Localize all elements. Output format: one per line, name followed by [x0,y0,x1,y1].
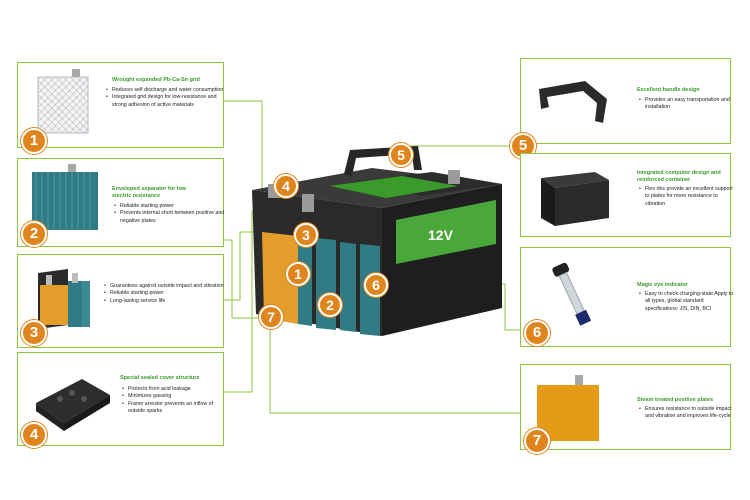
callout-4: 4 [274,174,298,198]
panel-title: Wrought expanded Pb-Ca-Sn grid [112,77,200,83]
bullet-item: Reduces self discharge and water consump… [106,87,224,95]
bullet-item: Ensures resistance to outside impact and… [639,406,735,421]
grid-illustration [37,69,89,134]
callout-5: 5 [389,143,413,167]
callout-6: 6 [364,273,388,297]
panel-title: Special sealed cover structure [120,375,200,381]
panel-steam-plates: Steam treated positive plates Ensures re… [520,364,732,450]
magic-eye-illustration [552,262,592,326]
badge-2: 2 [21,221,47,247]
badge-1: 1 [21,128,47,154]
bullet-item: Guarantees against outside impact and vi… [104,283,228,291]
callout-3: 3 [294,223,318,247]
bullet-item: Flex ribs provide an excellent support t… [639,186,735,208]
panel-title: Excellent handle design [637,87,700,93]
panel-plates-pack: Guarantees against outside impact and vi… [17,254,224,348]
bullet-list: Easy to check charging-state Apply to al… [639,291,735,313]
battery-cutaway: 12V [252,146,502,336]
panel-sealed-cover: Special sealed cover structure Protects … [17,352,224,446]
cover-illustration [36,379,110,431]
panel-title: Enveloped separator for low electric res… [112,186,186,199]
bullet-item: Protects from acid leakage [122,386,228,394]
panel-title: Steam treated positive plates [637,397,714,403]
plate-pack-illustration [38,269,90,329]
separator-illustration [32,164,98,230]
positive-plate-illustration [537,375,599,441]
panel-title: Magic eye indicator [637,282,689,288]
container-illustration [541,172,609,226]
bullet-list: Reliable starting power Prevents interna… [114,203,225,225]
callout-2: 2 [318,293,342,317]
bullet-item: Minimizes gassing [122,393,228,401]
panel-magic-eye: Magic eye indicator Easy to check chargi… [520,247,733,347]
callout-1: 1 [286,262,310,286]
bullet-item: Frame arrestor prevents an inflow of out… [122,401,228,416]
bullet-list: Ensures resistance to outside impact and… [639,406,735,421]
bullet-item: Easy to check charging-state Apply to al… [639,291,735,313]
panel-separator: Enveloped separator for low electric res… [17,158,224,247]
bullet-item: Reliable starting power [104,290,228,298]
badge-3: 3 [21,320,47,346]
bullet-list: Reduces self discharge and water consump… [106,87,224,109]
badge-7: 7 [524,428,550,454]
bullet-item: Reliable starting power [114,203,225,211]
panel-grid: Wrought expanded Pb-Ca-Sn grid Reduces s… [17,62,224,148]
bullet-item: Long-lasting service life [104,298,228,306]
bullet-item: Prevents internal short between positive… [114,210,225,225]
badge-6: 6 [524,320,550,346]
bullet-list: Guarantees against outside impact and vi… [104,283,228,306]
handle-illustration [539,81,607,123]
panel-handle: Excellent handle design Provides an easy… [520,58,731,144]
bullet-item: Provides an easy transportation and inst… [639,97,735,112]
battery-voltage-label: 12V [428,227,454,243]
bullet-list: Flex ribs provide an excellent support t… [639,186,735,208]
bullet-list: Provides an easy transportation and inst… [639,97,735,112]
panel-title: Integrated computer design and reinforce… [637,170,721,183]
badge-4: 4 [21,422,47,448]
bullet-item: Integrated grid design for low-resistanc… [106,94,224,109]
callout-7: 7 [259,305,283,329]
panel-container: Integrated computer design and reinforce… [520,153,733,237]
bullet-list: Protects from acid leakage Minimizes gas… [122,386,228,416]
